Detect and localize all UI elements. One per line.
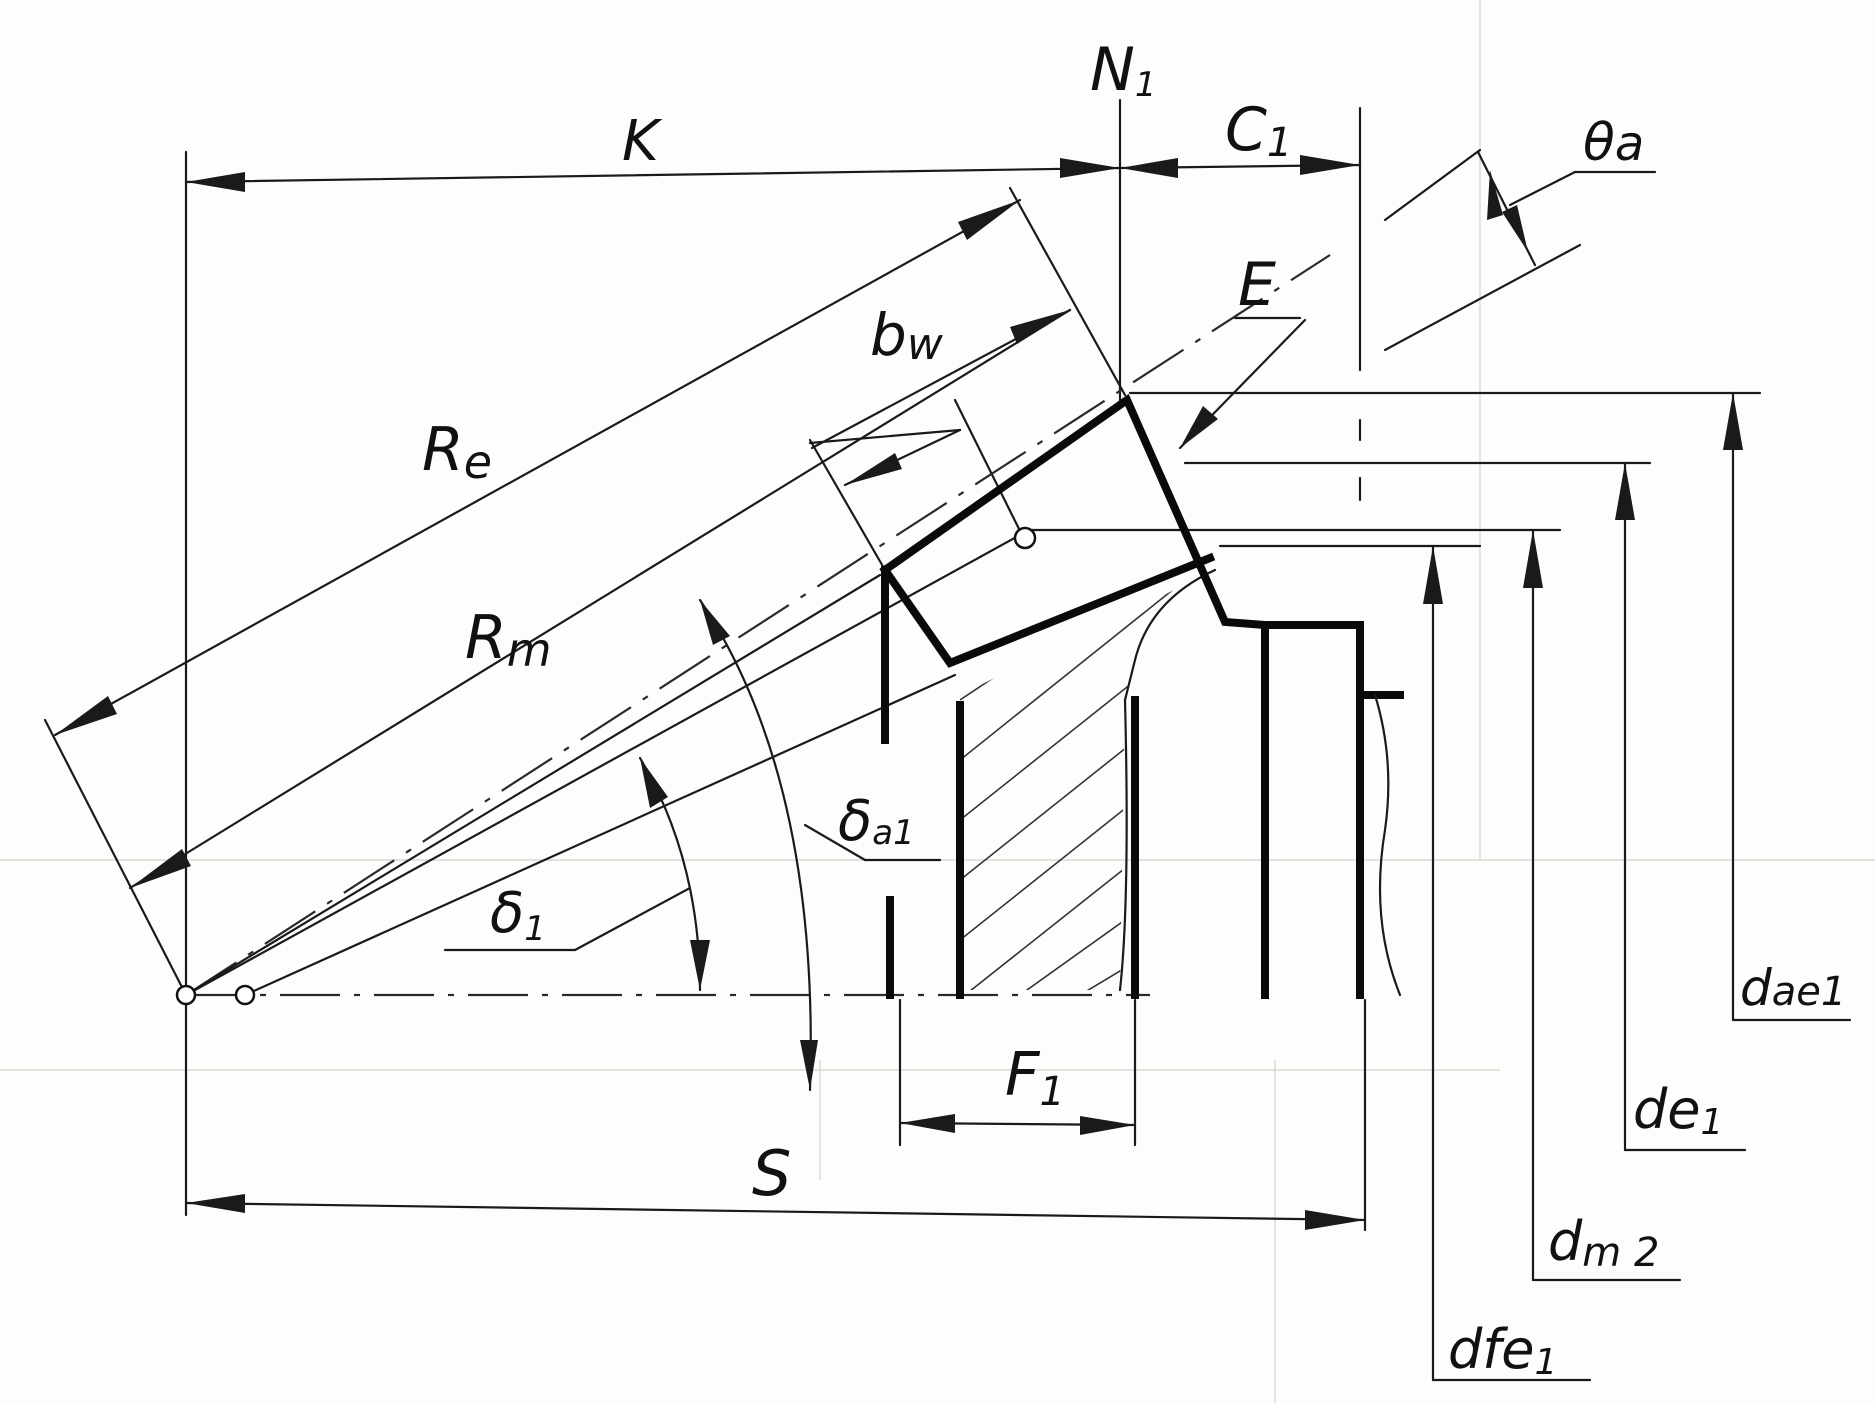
- k-dimension-line: [184, 166, 1122, 184]
- label-f1: F1: [1005, 1040, 1065, 1115]
- labels: K N1 C1 θa E bw Re Rm δa1 δ1 F1 S: [422, 35, 1846, 1383]
- re-right-extension: [1008, 186, 1127, 397]
- arrowheads: [55, 155, 1743, 1230]
- re-right-arrowhead-icon: [958, 200, 1020, 240]
- dimension-lines: [184, 163, 1367, 1222]
- mean-cone-line: [184, 533, 1022, 997]
- delta-a1-arc: [698, 598, 812, 1092]
- delta1-bottom-arrowhead-icon: [690, 940, 710, 990]
- dae1-arrowhead-icon: [1723, 393, 1743, 450]
- bw-right-arrowhead-icon: [1010, 310, 1070, 344]
- delta-a1-top-arrowhead-icon: [700, 600, 730, 645]
- label-bw: bw: [870, 301, 944, 370]
- de1-arrowhead-icon: [1615, 463, 1635, 520]
- mean-point-circle-icon: [1013, 526, 1037, 550]
- label-dae1: dae1: [1740, 959, 1846, 1017]
- c1-right-arrowhead-icon: [1300, 155, 1360, 175]
- label-e: E: [1238, 250, 1276, 320]
- dfe1-arrowhead-icon: [1423, 546, 1443, 604]
- tooth-outline: [879, 393, 1364, 999]
- label-rm: Rm: [465, 603, 552, 677]
- theta-line-lower: [1383, 243, 1582, 352]
- f1-right-arrowhead-icon: [1080, 1116, 1135, 1135]
- center-lines: [184, 254, 1331, 997]
- theta-upper-arrowhead-icon: [1487, 170, 1503, 220]
- label-k: K: [622, 109, 663, 174]
- label-dm2: dm 2: [1548, 1210, 1659, 1276]
- pivot-points: [175, 526, 1037, 1006]
- angle-arcs: [443, 598, 942, 1092]
- re-dimension-line: [53, 198, 1022, 737]
- f1-left-arrowhead-icon: [900, 1114, 955, 1133]
- label-delta-a1: δa1: [838, 789, 915, 854]
- label-de1: de1: [1633, 1078, 1723, 1143]
- bw-left-arrowhead-icon: [845, 453, 902, 485]
- bw-dimension-line: [808, 428, 962, 445]
- s-left-arrowhead-icon: [186, 1194, 245, 1213]
- extension-lines: [184, 98, 1852, 1382]
- re-left-extension: [43, 718, 188, 997]
- label-n1: N1: [1090, 35, 1157, 105]
- label-delta1: δ1: [490, 881, 546, 949]
- root-cone-line: [243, 673, 957, 997]
- delta1-top-arrowhead-icon: [640, 758, 668, 808]
- e-arrowhead-icon: [1180, 406, 1218, 448]
- theta-line-upper: [1383, 148, 1482, 222]
- secondary-pivot-circle-icon: [234, 984, 256, 1006]
- delta-a1-bottom-arrowhead-icon: [800, 1040, 818, 1090]
- c1-left-arrowhead-icon: [1120, 158, 1178, 178]
- dm2-arrowhead-icon: [1523, 530, 1543, 588]
- theta-lower-arrowhead-icon: [1502, 205, 1528, 252]
- inclined-dimensions: [43, 148, 1657, 997]
- label-c1: C1: [1225, 95, 1292, 166]
- label-dfe1: dfe1: [1448, 1318, 1557, 1383]
- label-re: Re: [422, 415, 492, 489]
- pitch-cone-line: [185, 254, 1331, 996]
- k-left-arrowhead-icon: [186, 172, 245, 192]
- delta1-leader: [573, 886, 692, 952]
- label-s: S: [752, 1137, 791, 1210]
- hatched-section: [960, 568, 1217, 992]
- k-right-arrowhead-icon: [1060, 158, 1120, 178]
- tooth-root-outline: [879, 552, 1216, 668]
- theta-leader-line: [1508, 170, 1577, 207]
- label-theta-a: θa: [1583, 113, 1644, 173]
- s-dimension-line: [184, 1201, 1367, 1222]
- s-right-arrowhead-icon: [1305, 1210, 1365, 1230]
- rm-left-arrowhead-icon: [130, 849, 191, 888]
- bw-left-extension: [808, 438, 887, 572]
- rm-dimension-line: [128, 308, 1072, 890]
- apex-pivot-circle-icon: [175, 984, 197, 1006]
- re-left-arrowhead-icon: [55, 696, 117, 735]
- delta-a1-leader: [803, 823, 867, 862]
- gear-outline: [879, 393, 1404, 999]
